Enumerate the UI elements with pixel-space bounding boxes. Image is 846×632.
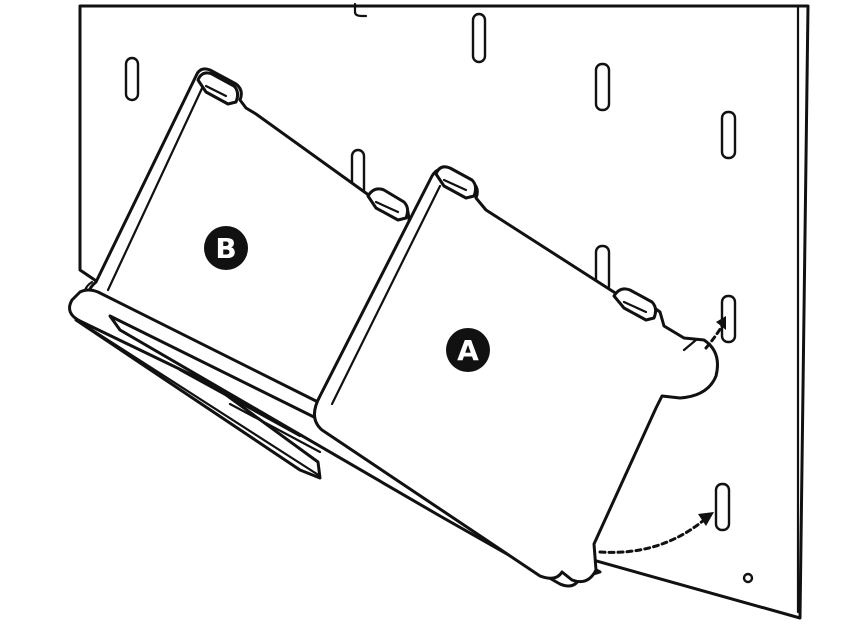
label-badge-b: B [204,226,248,270]
pegboard-slot-partial [353,2,368,18]
badge-b-circle [204,226,248,270]
pegboard-slot [471,12,487,64]
arrow-upper-path [704,324,724,350]
arrow-upper-head [716,316,726,330]
curved-dashed-arrow-icon [598,512,714,554]
shelf-b-rib [228,402,322,454]
arrow-lower-head [698,512,714,526]
badge-a-circle [446,328,490,372]
pegboard-slot [714,482,731,532]
shelf-a [108,165,719,588]
pegboard-slot [124,56,140,102]
shelf-a-tab [682,338,698,352]
pegboard-slot [594,62,611,112]
curved-dashed-arrow-icon [704,316,726,350]
pegboard-hole [742,572,754,584]
shelf-b-hook-left [196,71,240,106]
badge-b-text: B [215,232,236,265]
shelf-b-rib [178,368,302,438]
arrow-lower-path [598,518,706,554]
shelf-a-hook-slot [442,178,468,192]
shelf-b-side-inner [106,82,206,292]
label-badge-a: A [446,328,490,372]
shelf-b-bottom-edge [78,320,322,478]
shelf-b-hook-slot [374,200,400,214]
pegboard-slot [720,110,737,160]
shelf-a-hook-slot [622,300,648,314]
shelf-a-side-inner [330,184,442,406]
shelf-b-hook-slot [204,84,228,98]
badge-a-text: A [457,334,479,367]
